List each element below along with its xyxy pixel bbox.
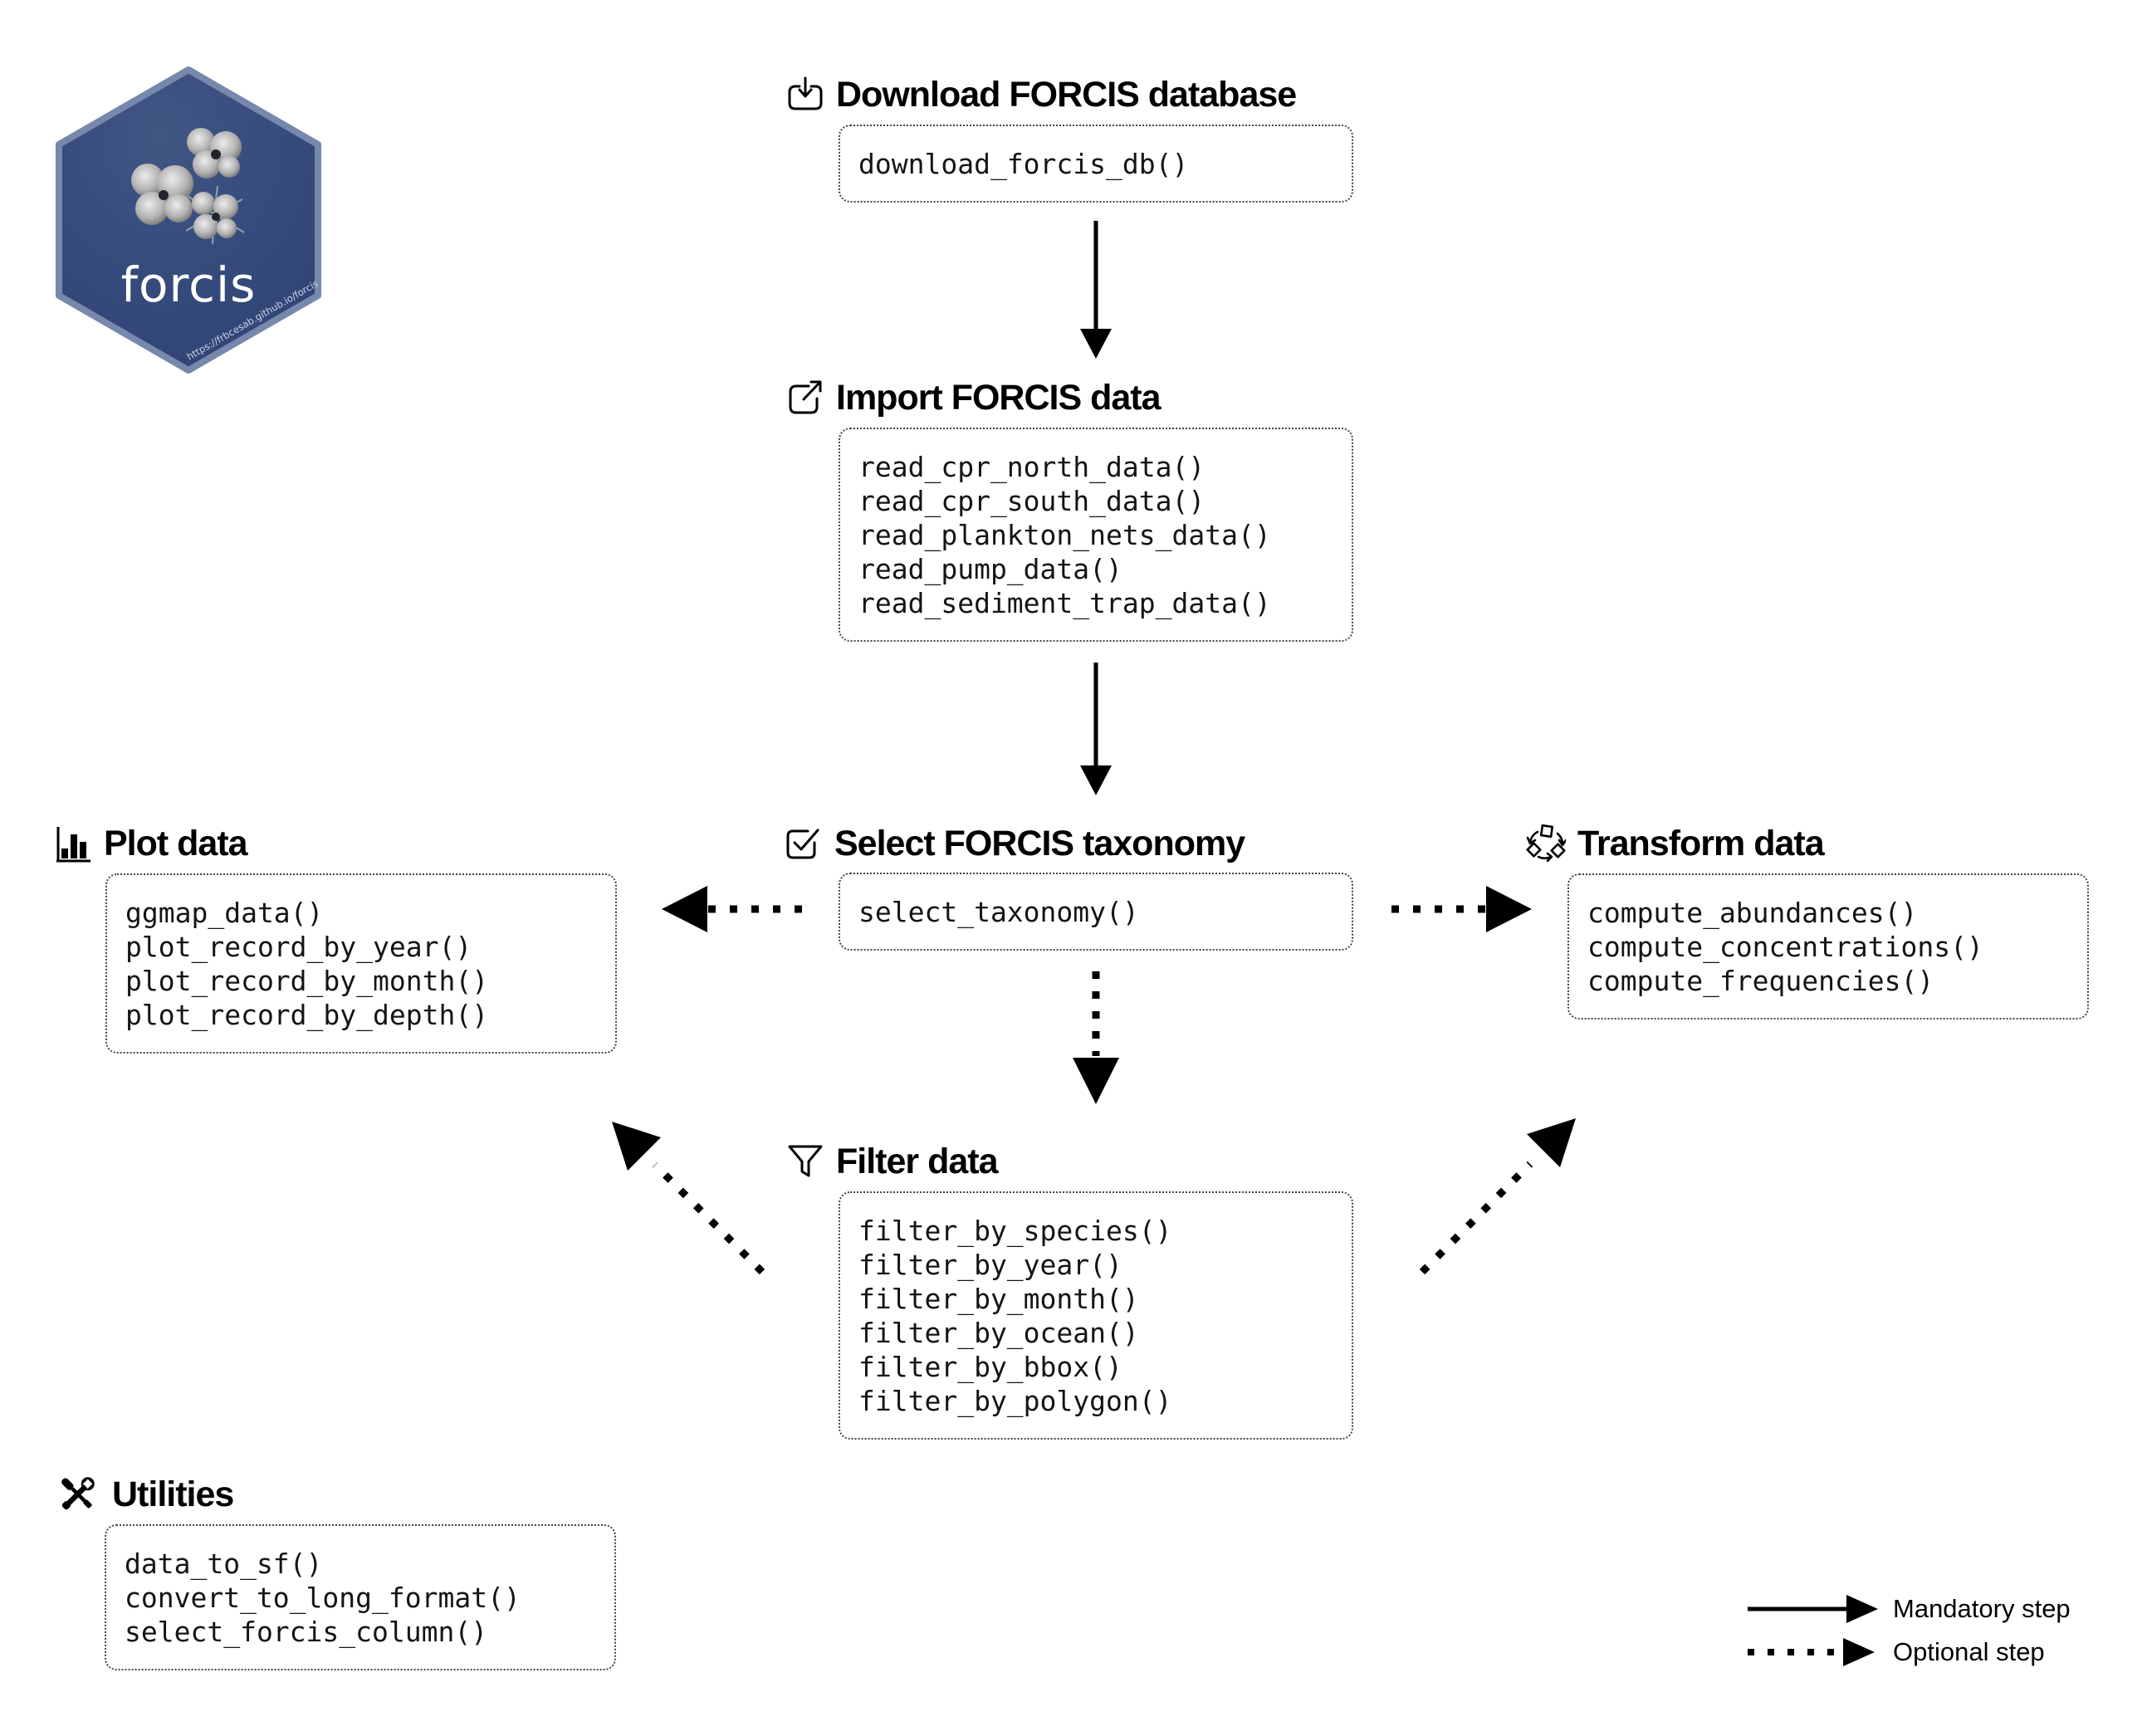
function-name: compute_frequencies() <box>1587 965 1934 997</box>
section-title: Utilities <box>112 1474 234 1514</box>
function-name: filter_by_polygon() <box>858 1385 1172 1417</box>
function-box-plot: ggmap_data() plot_record_by_year() plot_… <box>105 873 617 1054</box>
function-name: plot_record_by_year() <box>125 931 472 963</box>
bar-chart-icon <box>56 827 90 863</box>
legend-optional-arrow <box>1748 1638 1875 1666</box>
arrow-import-to-select <box>1080 663 1112 795</box>
section-title: Plot data <box>104 824 248 863</box>
function-name: compute_concentrations() <box>1587 931 1983 963</box>
section-heading-transform: Transform data <box>1526 821 1825 866</box>
function-name: compute_abundances() <box>1587 897 1918 929</box>
section-heading-plot: Plot data <box>54 821 248 866</box>
section-heading-utilities: Utilities <box>54 1472 234 1517</box>
tray-arrow-down-icon <box>788 76 823 110</box>
function-name: read_sediment_trap_data() <box>858 587 1271 619</box>
function-box-import: read_cpr_north_data() read_cpr_south_dat… <box>839 428 1353 642</box>
forcis-hex-logo: forcis https://frbcesab.github.io/forcis <box>56 66 321 374</box>
arrow-select-to-plot <box>662 886 802 932</box>
section-title: Filter data <box>836 1142 998 1181</box>
checkbox-check-icon <box>786 829 819 859</box>
function-name: read_pump_data() <box>858 553 1122 585</box>
foraminifera-bottom <box>185 185 245 245</box>
function-name: read_cpr_south_data() <box>858 485 1205 517</box>
logo-wordmark: forcis <box>121 257 257 313</box>
function-name: convert_to_long_format() <box>125 1582 521 1614</box>
section-title: Transform data <box>1577 824 1825 863</box>
function-box-transform: compute_abundances() compute_concentrati… <box>1567 873 2089 1020</box>
function-box-filter: filter_by_species() filter_by_year() fil… <box>839 1191 1353 1440</box>
section-heading-import: Import FORCIS data <box>786 375 1161 420</box>
arrow-download-to-import <box>1080 221 1112 359</box>
function-name: ggmap_data() <box>125 897 324 929</box>
function-name: select_forcis_column() <box>125 1616 488 1648</box>
function-name: read_cpr_north_data() <box>858 451 1205 483</box>
section-title: Select FORCIS taxonomy <box>834 824 1245 863</box>
section-heading-download: Download FORCIS database <box>786 72 1297 117</box>
section-title: Download FORCIS database <box>836 75 1297 115</box>
section-heading-filter: Filter data <box>786 1139 998 1184</box>
arrow-select-to-transform <box>1391 886 1532 932</box>
arrow-select-to-filter <box>1073 971 1119 1104</box>
function-box-download: download_forcis_db() <box>839 125 1353 203</box>
function-name: plot_record_by_depth() <box>125 999 489 1031</box>
function-name: filter_by_species() <box>858 1215 1172 1247</box>
legend-mandatory-label: Mandatory step <box>1893 1594 2071 1623</box>
hexagon-shape <box>56 66 321 374</box>
section-heading-select: Select FORCIS taxonomy <box>785 821 1245 866</box>
function-name: plot_record_by_month() <box>125 965 489 997</box>
section-title: Import FORCIS data <box>836 378 1161 418</box>
funnel-icon <box>788 1145 823 1177</box>
export-arrow-icon <box>789 380 822 414</box>
function-name: data_to_sf() <box>125 1548 323 1580</box>
function-name: filter_by_bbox() <box>858 1351 1122 1383</box>
foraminifera-top <box>187 128 242 178</box>
arrow-filter-to-plot <box>612 1122 765 1275</box>
function-box-select: select_taxonomy() <box>839 873 1353 951</box>
legend-mandatory-arrow <box>1748 1595 1878 1623</box>
function-name: filter_by_ocean() <box>858 1317 1139 1349</box>
foraminifera-left <box>131 164 193 225</box>
recycle-cycle-icon <box>1526 824 1566 863</box>
legend-optional-label: Optional step <box>1893 1637 2045 1666</box>
function-box-utilities: data_to_sf() convert_to_long_format() se… <box>105 1524 616 1670</box>
crossed-tools-icon <box>61 1477 95 1510</box>
function-name: download_forcis_db() <box>858 148 1189 180</box>
arrow-filter-to-transform <box>1419 1118 1576 1275</box>
function-name: filter_by_year() <box>858 1249 1122 1281</box>
function-name: filter_by_month() <box>858 1283 1139 1315</box>
function-name: read_plankton_nets_data() <box>858 519 1271 551</box>
function-name: select_taxonomy() <box>858 896 1139 928</box>
